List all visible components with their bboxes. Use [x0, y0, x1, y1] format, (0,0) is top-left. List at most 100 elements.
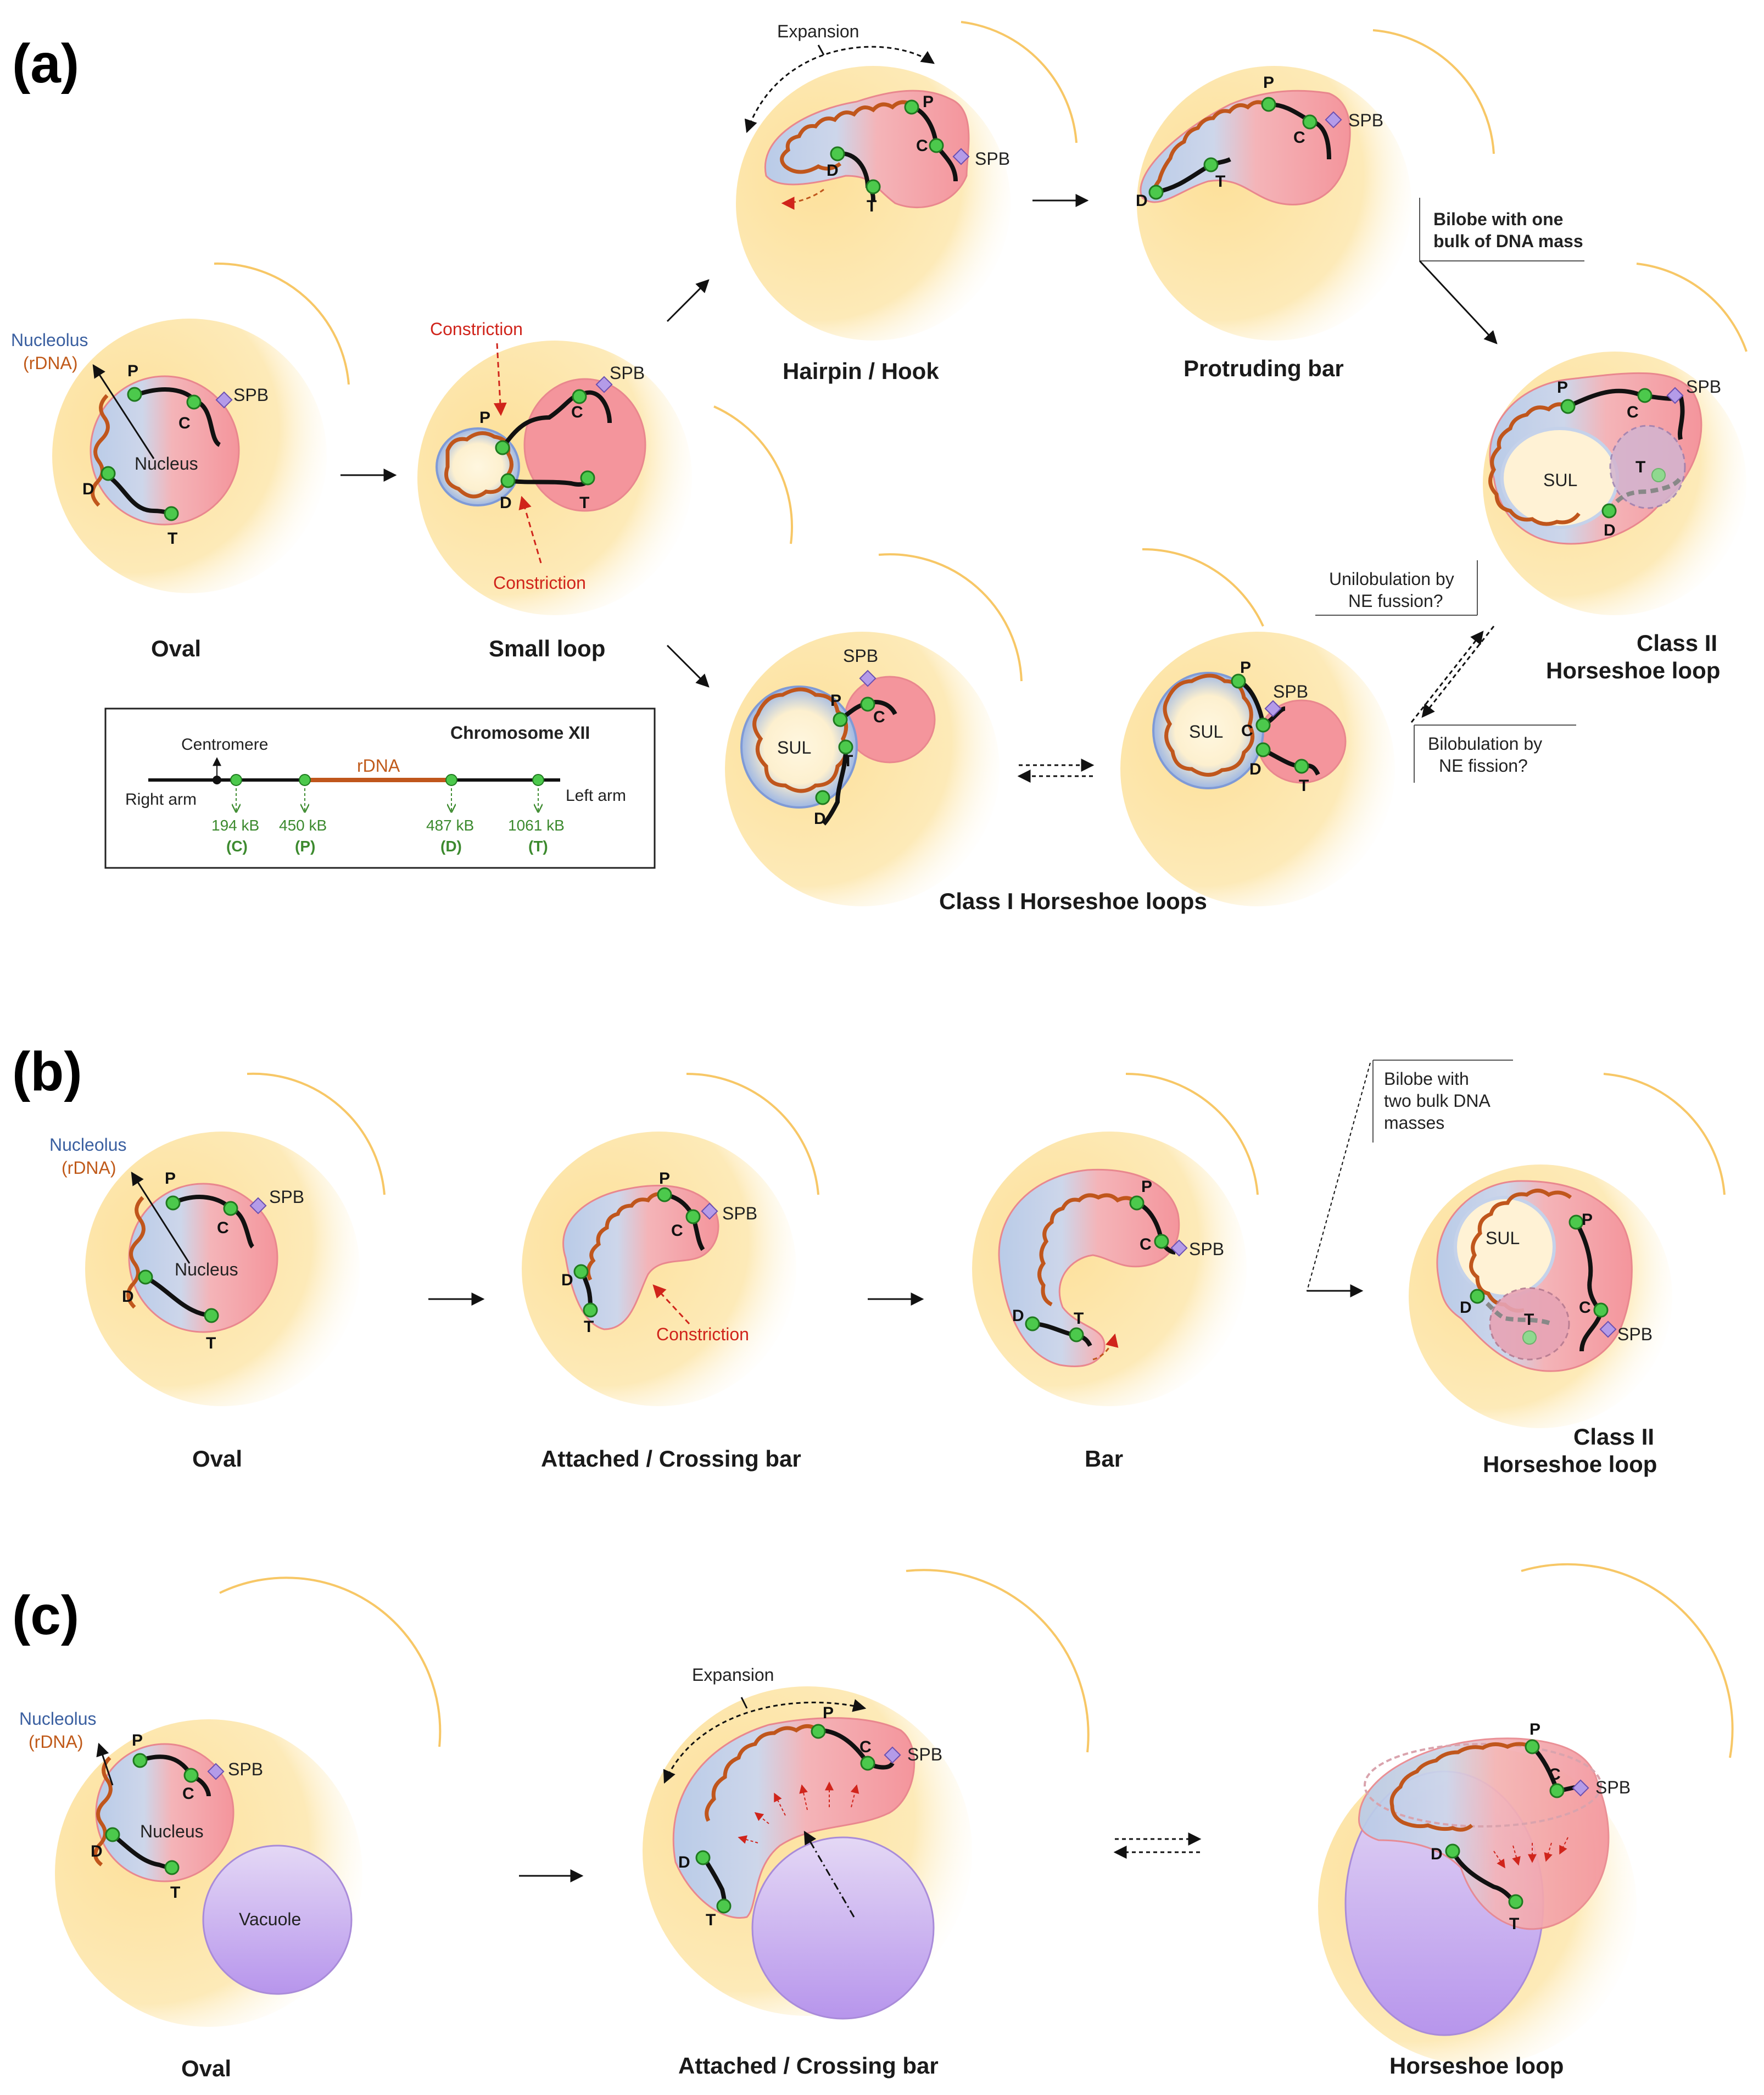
sul-label: SUL [777, 738, 811, 757]
panel-b-class2-cell: P C D T SPB SUL Class II Horseshoe loop [1409, 1073, 1726, 1477]
locus-c-label: C [859, 1738, 872, 1756]
marker-t-id: (T) [528, 838, 548, 855]
stage-class2-b-line1: Class II [1573, 1424, 1654, 1450]
locus-d-label: D [82, 480, 94, 498]
rdna-wave [1389, 1742, 1533, 1832]
spb-label: SPB [975, 149, 1010, 169]
locus-p-label: P [165, 1169, 176, 1188]
locus-c-label: C [1549, 1765, 1561, 1784]
locus-d-label: D [678, 1853, 690, 1871]
chromosome-xii-box: Chromosome XII Centromere rDNA Right arm… [104, 707, 656, 869]
locus-c-label: C [217, 1219, 229, 1237]
rdna-wave [1469, 1189, 1572, 1313]
spb-label: SPB [1617, 1324, 1653, 1344]
annotation-bilobe-two: Bilobe with two bulk DNA masses [1306, 1060, 1513, 1297]
locus-d-label: D [1249, 760, 1261, 778]
locus-t-label: T [1074, 1310, 1084, 1328]
spb-label: SPB [1273, 682, 1308, 701]
marker-d-kb: 487 kB [426, 817, 474, 834]
spb-label: SPB [233, 385, 269, 405]
locus-p-label: P [1240, 659, 1251, 677]
locus-t-label: T [1299, 777, 1309, 795]
arrow-a2-down [666, 644, 710, 688]
bilobe-one-line1: Bilobe with one [1433, 209, 1563, 229]
panel-a-class2-cell: P C D T SPB SUL Class II Horseshoe loop [1483, 263, 1748, 683]
vacuole [751, 1836, 935, 2020]
marker-p-kb: 450 kB [279, 817, 327, 834]
stage-class2-line2: Horseshoe loop [1546, 658, 1720, 683]
locus-d-label: D [1431, 1845, 1443, 1863]
loop-rim [1364, 1743, 1602, 1827]
dna-mass [1489, 1287, 1570, 1361]
spb-label: SPB [722, 1203, 757, 1223]
marker-p: 450 kB (P) [279, 774, 327, 855]
locus-d-label: D [1136, 192, 1148, 210]
locus-d-label: D [1460, 1299, 1472, 1317]
panel-c-attached-cell: Expansion P C D T SPB Attached / Crossin… [643, 1569, 1090, 2079]
nucleolus-label: Nucleolus [19, 1709, 97, 1729]
right-arm-label: Right arm [125, 790, 197, 809]
rdna-wave [126, 1196, 146, 1309]
rdna-label: (rDNA) [29, 1732, 83, 1752]
nucleus [998, 1168, 1180, 1367]
locus-d-label: D [814, 810, 826, 828]
spb-label: SPB [1595, 1778, 1631, 1797]
locus-t-label: T [579, 494, 589, 512]
locus-t-label: T [1635, 458, 1645, 476]
panel-b-bar-cell: P C D T SPB Bar [972, 1072, 1259, 1472]
panel-a-class1-left-cell: P C D T SPB SUL [725, 553, 1023, 906]
locus-t-label: T [206, 1334, 216, 1352]
locus-t-label: T [1509, 1915, 1519, 1933]
centromere-dot [213, 776, 221, 784]
rdna-wave [1488, 402, 1581, 526]
centromere-label: Centromere [181, 736, 268, 754]
locus-t-label: T [1215, 172, 1225, 191]
spb-label: SPB [610, 363, 645, 383]
spb-label: SPB [843, 646, 878, 666]
locus-c-label: C [182, 1785, 194, 1803]
locus-p-label: P [127, 362, 138, 380]
unilob-line1: Unilobulation by [1329, 569, 1454, 589]
stage-bar-b: Bar [1085, 1446, 1123, 1472]
nucleus [128, 1183, 278, 1333]
stage-oval-a: Oval [151, 636, 201, 661]
spb-label: SPB [228, 1759, 263, 1779]
bilobe-two-line3: masses [1384, 1113, 1444, 1133]
sul-label: SUL [1543, 470, 1577, 490]
stage-small-loop: Small loop [489, 636, 605, 661]
nucleus [90, 375, 240, 526]
locus-c-label: C [1579, 1299, 1591, 1317]
bilobe-one-line2: bulk of DNA mass [1433, 231, 1583, 251]
locus-p-label: P [923, 93, 934, 111]
rdna-wave [444, 431, 513, 499]
rdna-wave [586, 1192, 665, 1281]
marker-d: 487 kB (D) [426, 774, 474, 855]
nucleus-label: Nucleus [135, 454, 198, 473]
annotation-bilobe-one: Bilobe with one bulk of DNA mass [1419, 198, 1584, 344]
stage-oval-b: Oval [192, 1446, 242, 1472]
panel-b-attached-cell: Constriction P C D T SPB Attached / Cros… [522, 1072, 819, 1472]
sul-label: SUL [1189, 722, 1223, 742]
locus-c-label: C [671, 1222, 683, 1240]
bilobe-two-line2: two bulk DNA [1384, 1091, 1491, 1111]
stage-class2-b-line2: Horseshoe loop [1483, 1451, 1657, 1477]
marker-t: 1061 kB (T) [508, 774, 565, 855]
locus-c-label: C [1241, 722, 1253, 740]
unilob-line2: NE fussion? [1348, 591, 1443, 611]
annotation-unilob-bilob: Unilobulation by NE fussion? Bilobulatio… [1315, 560, 1576, 783]
marker-c: 194 kB (C) [211, 774, 259, 855]
stage-class2-line1: Class II [1637, 630, 1717, 656]
locus-p-label: P [132, 1731, 143, 1749]
locus-p-label: P [1529, 1720, 1540, 1739]
stage-horseshoe-c: Horseshoe loop [1389, 2053, 1564, 2079]
locus-d-label: D [1604, 521, 1616, 539]
panel-a-protruding-cell: P C D T SPB Protruding bar [1136, 29, 1495, 381]
nucleus-label: Nucleus [175, 1260, 238, 1279]
nucleus [844, 676, 936, 764]
locus-p-label: P [1557, 378, 1568, 397]
marker-p-id: (P) [295, 838, 315, 855]
bilob-line2: NE fission? [1439, 756, 1528, 776]
panel-a-small-loop-cell: Constriction Constriction P C D T SPB Sm… [417, 319, 793, 661]
vacuole [202, 1845, 353, 1995]
marker-t-kb: 1061 kB [508, 817, 565, 834]
